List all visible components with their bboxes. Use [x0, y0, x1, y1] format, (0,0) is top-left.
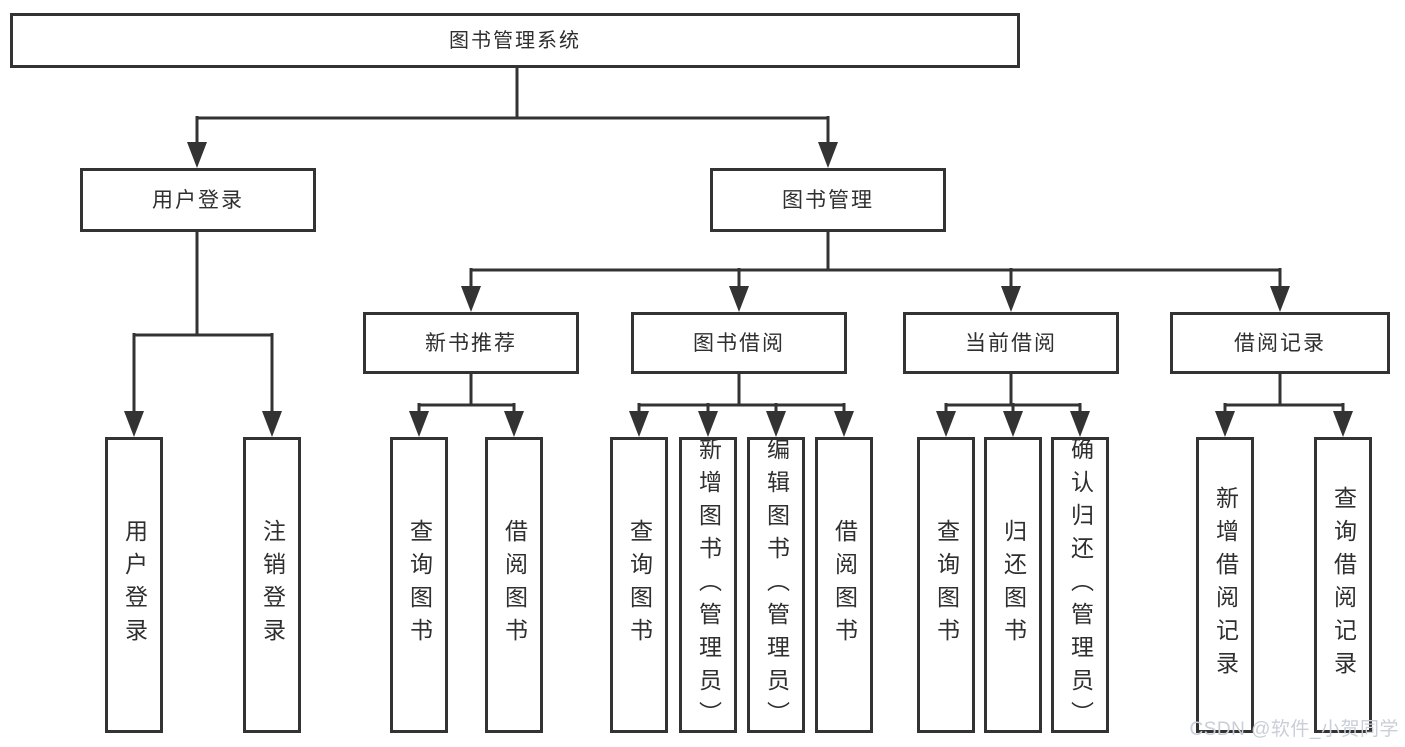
arrowhead: [262, 411, 282, 437]
node-current-borrowing: 当前借阅: [903, 312, 1119, 374]
arrowhead: [936, 411, 956, 437]
node-borrow-query-books: 查询图书: [610, 437, 668, 733]
arrowhead: [1001, 286, 1021, 312]
node-borrowing-records: 借阅记录: [1170, 312, 1390, 374]
node-borrow-borrow-books: 借阅图书: [815, 437, 873, 733]
connector-book-borrowing-group: [637, 374, 846, 415]
node-book-borrowing: 图书借阅: [631, 312, 847, 374]
node-borrow-add-books-admin: 新增图书（管理员）: [679, 436, 737, 734]
arrowhead: [124, 411, 144, 437]
arrowhead: [461, 286, 481, 312]
node-current-query-books: 查询图书: [917, 437, 975, 733]
node-user-login: 用户登录: [105, 437, 163, 733]
node-label: 当前借阅: [965, 331, 1057, 355]
arrowhead: [187, 142, 207, 168]
arrowhead: [818, 142, 838, 168]
node-label: 借阅记录: [1234, 331, 1326, 355]
node-current-confirm-return-admin: 确认归还（管理员）: [1051, 436, 1109, 734]
connector-current-borrowing-group: [944, 374, 1082, 415]
node-book-management: 图书管理: [710, 168, 946, 232]
node-user-login-group: 用户登录: [80, 168, 316, 232]
node-logout: 注销登录: [243, 437, 301, 733]
arrowhead: [698, 411, 718, 437]
node-rec-borrow-books: 借阅图书: [485, 437, 543, 733]
node-new-book-recommend: 新书推荐: [363, 312, 579, 374]
node-label: 查询借阅记录: [1330, 486, 1357, 684]
arrowhead: [729, 286, 749, 312]
arrowhead: [629, 411, 649, 437]
node-label: 查询图书: [933, 519, 960, 651]
arrowhead: [1070, 411, 1090, 437]
node-records-query-record: 查询借阅记录: [1314, 437, 1372, 733]
arrowhead: [1270, 286, 1290, 312]
arrowhead: [766, 411, 786, 437]
connector-book-management-group: [469, 232, 1282, 290]
node-label: 新增借阅记录: [1212, 486, 1239, 684]
node-label: 用户登录: [152, 188, 244, 212]
arrowhead: [1333, 411, 1353, 437]
node-label: 图书管理: [782, 188, 874, 212]
arrowhead: [409, 411, 429, 437]
node-label: 注销登录: [259, 519, 286, 651]
node-label: 编辑图书（管理员）: [763, 436, 790, 734]
node-library-management-system: 图书管理系统: [10, 13, 1020, 68]
arrowhead: [834, 411, 854, 437]
node-current-return-books: 归还图书: [984, 437, 1042, 733]
node-label: 查询图书: [406, 519, 433, 651]
arrowhead: [1215, 411, 1235, 437]
node-label: 查询图书: [626, 519, 653, 651]
node-label: 借阅图书: [831, 519, 858, 651]
connector-root: [195, 68, 830, 146]
node-label: 归还图书: [1000, 519, 1027, 651]
node-rec-query-books: 查询图书: [390, 437, 448, 733]
node-borrow-edit-books-admin: 编辑图书（管理员）: [747, 436, 805, 734]
arrowhead: [504, 411, 524, 437]
node-label: 图书借阅: [693, 331, 785, 355]
connector-user-login-group: [132, 232, 274, 415]
csdn-watermark: CSDN @软件_小贺同学: [1189, 719, 1399, 740]
node-label: 新书推荐: [425, 331, 517, 355]
node-label: 借阅图书: [501, 519, 528, 651]
node-label: 图书管理系统: [449, 29, 581, 52]
arrowhead: [1003, 411, 1023, 437]
node-label: 新增图书（管理员）: [695, 436, 722, 734]
node-label: 确认归还（管理员）: [1067, 436, 1094, 734]
node-records-add-record: 新增借阅记录: [1196, 437, 1254, 733]
node-label: 用户登录: [121, 519, 148, 651]
connector-new-book-recommend-group: [417, 374, 516, 415]
connector-borrowing-records-group: [1223, 374, 1345, 415]
